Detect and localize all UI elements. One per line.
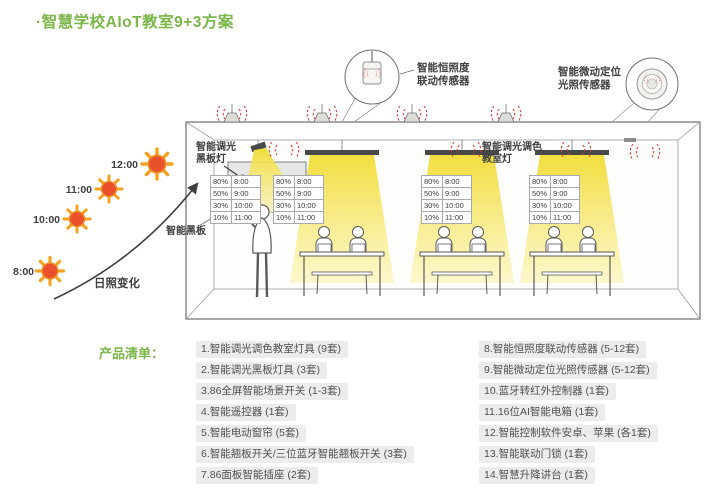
product-item: 1.智能调光调色教室灯具 (9套) — [196, 341, 349, 358]
blackboard-light-label-line1: 智能调光 — [196, 140, 236, 153]
constant-sensor-callout: 智能恒照度 联动传感器 — [341, 49, 470, 123]
classroom-light-label-line2: 教室灯 — [481, 152, 512, 165]
sun-path: 12:00 11:00 10:00 8:00 日照变化 — [13, 147, 199, 300]
sun-time-11: 11:00 — [66, 184, 92, 196]
product-item: 10.蓝牙转红外控制器 (1套) — [479, 383, 616, 400]
micro-sensor-label-line1: 智能微动定位 — [557, 65, 621, 78]
classroom-light-bar — [425, 150, 499, 155]
micro-sensor-label-line2: 光照传感器 — [557, 78, 611, 91]
light-schedule-table: 80%8:00 50%9:00 30%10:00 10%11:00 — [210, 175, 261, 224]
blackboard-light-label-line2: 黑板灯 — [196, 152, 226, 165]
desk-cluster — [529, 226, 615, 296]
light-schedule-table: 80%8:00 50%9:00 30%10:00 10%11:00 — [529, 175, 580, 224]
sunlight-change-label: 日照变化 — [94, 276, 140, 290]
constant-sensor-icon — [362, 51, 382, 85]
product-item: 3.86全屏智能场景开关 (1-3套) — [196, 383, 349, 400]
product-item: 4.智能遥控器 (1套) — [196, 404, 296, 421]
pendant-lamps — [223, 104, 515, 123]
blackboard-light-fixture — [250, 141, 267, 153]
classroom-light-bar — [535, 150, 609, 155]
sun-icon — [94, 174, 124, 204]
classroom-diagram: 智能恒照度 联动传感器 智能微动定位 光照传感器 智能调光 — [13, 49, 701, 320]
constant-sensor-label-line1: 智能恒照度 — [416, 61, 470, 74]
sun-icon — [62, 204, 92, 234]
pendant-lamp — [497, 104, 515, 123]
desk-cluster — [299, 226, 385, 296]
sun-time-10: 10:00 — [33, 214, 60, 226]
product-item: 5.智能电动窗帘 (5套) — [196, 425, 307, 442]
desk-cluster — [419, 226, 505, 296]
light-schedule-table: 80%8:00 50%9:00 30%10:00 10%11:00 — [273, 175, 324, 224]
product-item: 14.智慧升降讲台 (1套) — [479, 467, 595, 484]
product-list-heading: 产品清单： — [99, 346, 165, 361]
product-item: 7.86面板智能插座 (2套) — [196, 467, 318, 484]
light-schedule-table: 80%8:00 50%9:00 30%10:00 10%11:00 — [421, 175, 472, 224]
constant-sensor-label-line2: 联动传感器 — [417, 74, 470, 87]
micro-sensor-callout: 智能微动定位 光照传感器 — [557, 57, 679, 123]
product-item: 9.智能微动定位光照传感器 (5-12套) — [479, 362, 657, 379]
desk-clusters — [299, 226, 615, 296]
product-list-left: 1.智能调光调色教室灯具 (9套) 2.智能调光黑板灯具 (3套) 3.86全屏… — [196, 341, 414, 488]
diagram-canvas: 智能恒照度 联动传感器 智能微动定位 光照传感器 智能调光 — [13, 49, 701, 320]
sun-icon — [140, 147, 174, 181]
sun-time-12: 12:00 — [111, 159, 138, 171]
page-title: ·智慧学校AIoT教室9+3方案 — [36, 14, 234, 31]
ceiling-lights — [250, 138, 636, 155]
sun-icon — [34, 255, 66, 287]
classroom-light-bar — [305, 150, 379, 155]
product-item: 12.智能控制软件安卓、苹果 (各1套) — [479, 425, 658, 442]
sun-time-8: 8:00 — [13, 266, 34, 278]
product-item: 8.智能恒照度联动传感器 (5-12套) — [479, 341, 647, 358]
product-item: 6.智能翘板开关/三位蓝牙智能翘板开关 (3套) — [196, 446, 414, 463]
pendant-lamp — [313, 104, 331, 123]
downlight-sensor-icon — [636, 68, 668, 100]
smart-blackboard-label: 智能黑板 — [166, 224, 207, 237]
product-item: 2.智能调光黑板灯具 (3套) — [196, 362, 328, 379]
product-item: 11.16位AI智能电箱 (1套) — [479, 404, 606, 421]
pendant-lamp — [223, 104, 241, 123]
product-list-right: 8.智能恒照度联动传感器 (5-12套) 9.智能微动定位光照传感器 (5-12… — [479, 341, 658, 488]
product-item: 13.智能联动门锁 (1套) — [479, 446, 595, 463]
recessed-downlight — [624, 138, 636, 142]
sunlight-arrow — [53, 182, 199, 300]
pendant-lamp — [403, 104, 421, 123]
classroom-light-label-line1: 智能调光调色 — [482, 140, 542, 153]
